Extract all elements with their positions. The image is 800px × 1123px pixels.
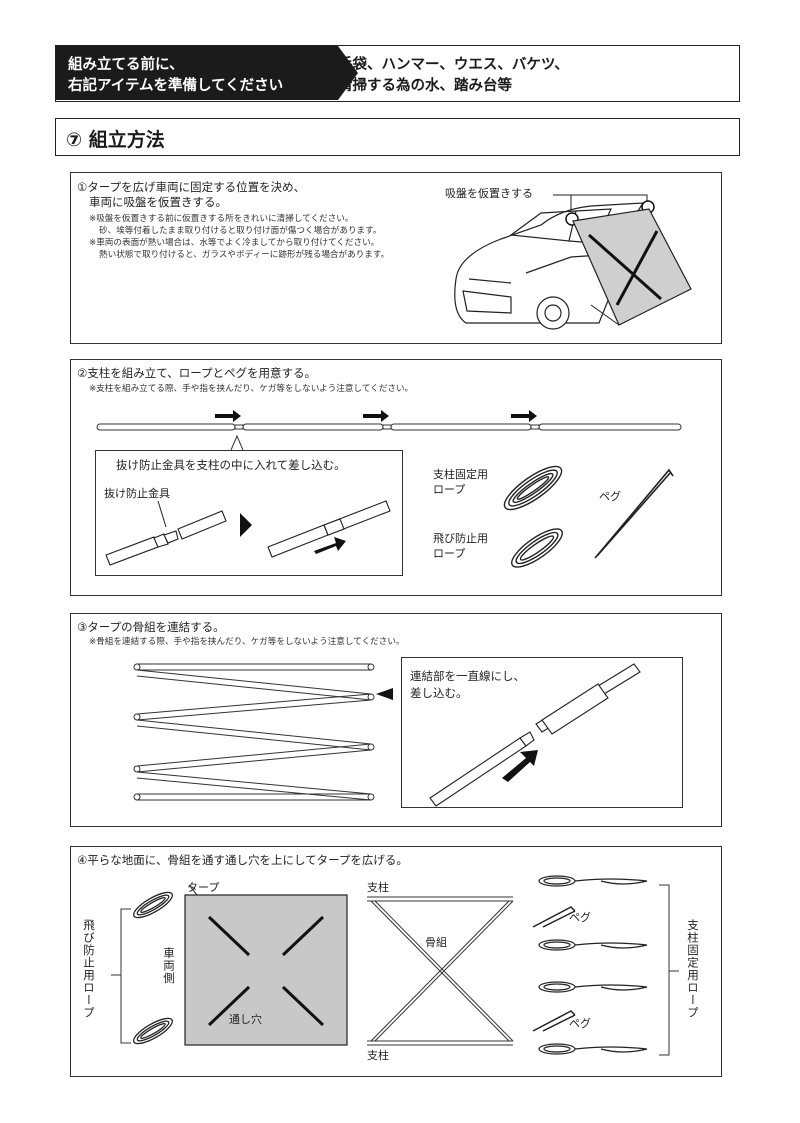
header-right-line1: 手袋、ハンマー、ウエス、バケツ、 bbox=[338, 57, 569, 73]
step3-inset-line2: 差し込む。 bbox=[410, 686, 468, 700]
arrow-icon bbox=[502, 750, 538, 782]
rope-coil-icon bbox=[538, 875, 648, 887]
step4-instruction-line1: ④平らな地面に、骨組を通す通し穴を上にしてタープを広げる。 bbox=[77, 853, 408, 867]
rope-fly-label-1: 飛び防止用 bbox=[433, 532, 488, 545]
pole-top-label: 支柱 bbox=[367, 881, 389, 894]
rope-coil-icon bbox=[503, 465, 563, 511]
header-right-line2: 清掃する為の水、踏み台等 bbox=[338, 78, 512, 94]
arrow-icon bbox=[215, 410, 537, 422]
step3-inset-line1: 連結部を一直線にし、 bbox=[410, 669, 525, 683]
header-banner: 組み立てる前に、 右記アイテムを準備してください 手袋、ハンマー、ウエス、バケツ… bbox=[55, 45, 740, 102]
rope-coil-icon bbox=[132, 891, 174, 919]
frame-joint-illustration bbox=[429, 663, 641, 807]
rope-fix-label-1: 支柱固定用 bbox=[433, 468, 488, 481]
header-left-panel: 組み立てる前に、 右記アイテムを準備してください bbox=[56, 46, 338, 100]
step1-note3: ※車両の表面が熱い場合は、水等でよく冷ましてから取り付けてください。 bbox=[89, 238, 380, 248]
rope-coil-icon bbox=[538, 939, 648, 951]
tarp-shape bbox=[572, 208, 692, 326]
through-hole-label: 通し穴 bbox=[229, 1013, 262, 1026]
frame-label: 骨組 bbox=[425, 936, 447, 949]
suction-cup-label: 吸盤を仮置きする bbox=[445, 187, 533, 200]
step3-panel: ③タープの骨組を連結する。 ※骨組を連結する際、手や指を挟んだり、ケガ等をしない… bbox=[70, 613, 722, 827]
step1-note1: ※吸盤を仮置きする前に仮置きする所をきれいに清掃してください。 bbox=[89, 214, 354, 224]
tarp-label: タープ bbox=[187, 881, 220, 894]
step1-note4: 熱い状態で取り付けると、ガラスやボディーに跡形が残る場合があります。 bbox=[99, 250, 390, 260]
rope-coil-icon bbox=[511, 528, 563, 568]
callout-pointer bbox=[376, 688, 393, 700]
step1-note2: 砂、埃等付着したまま取り付けると取り付け面が傷つく場合があります。 bbox=[99, 226, 382, 236]
peg-top-label: ペグ bbox=[569, 911, 591, 924]
pole-bottom-label: 支柱 bbox=[367, 1049, 389, 1062]
peg-icon bbox=[594, 468, 674, 559]
layout-illustration bbox=[111, 875, 679, 1056]
header-left-line1: 組み立てる前に、 bbox=[68, 57, 184, 73]
fix-rope-vertical-label: 支柱固定用ロープ bbox=[686, 919, 700, 1019]
step3-instruction-line1: ③タープの骨組を連結する。 bbox=[77, 620, 225, 634]
stopper-fitting-label: 抜け防止金具 bbox=[104, 487, 170, 500]
car-tarp-illustration bbox=[454, 194, 692, 330]
step3-note1: ※骨組を連結する際、手や指を挟んだり、ケガ等をしないよう注意してください。 bbox=[89, 637, 405, 647]
header-left-line2: 右記アイテムを準備してください bbox=[68, 78, 284, 94]
pole-assembly-illustration bbox=[96, 410, 682, 568]
rope-fly-label-2: ロープ bbox=[433, 547, 466, 560]
header-arrow bbox=[338, 46, 358, 100]
vehicle-side-label: 車両側 bbox=[162, 947, 176, 985]
rope-coil-icon bbox=[132, 1017, 174, 1045]
peg-icon bbox=[532, 906, 576, 1032]
section-title: ⑦ 組立方法 bbox=[66, 129, 165, 151]
peg-bottom-label: ペグ bbox=[569, 1017, 591, 1030]
section-title-box: ⑦ 組立方法 bbox=[55, 118, 740, 156]
rope-coil-icon bbox=[538, 981, 648, 993]
step2-note1: ※支柱を組み立てる際、手や指を挟んだり、ケガ等をしないよう注意してください。 bbox=[89, 384, 414, 394]
step3-inset: 連結部を一直線にし、 差し込む。 bbox=[401, 657, 683, 808]
rope-fix-label-2: ロープ bbox=[433, 483, 466, 496]
step2-instruction-line1: ②支柱を組み立て、ロープとペグを用意する。 bbox=[77, 366, 317, 380]
arrow-icon bbox=[314, 537, 346, 554]
fly-rope-vertical-label: 飛び防止用ロープ bbox=[82, 919, 96, 1019]
step2-panel: ②支柱を組み立て、ロープとペグを用意する。 ※支柱を組み立てる際、手や指を挟んだ… bbox=[70, 359, 722, 596]
step1-instruction-line1: ①タープを広げ車両に固定する位置を決め、 bbox=[77, 180, 306, 194]
step2-inset-title: 抜け防止金具を支柱の中に入れて差し込む。 bbox=[116, 458, 346, 472]
step1-panel: ①タープを広げ車両に固定する位置を決め、 車両に吸盤を仮置きする。 ※吸盤を仮置… bbox=[70, 172, 722, 344]
step1-instruction-line2: 車両に吸盤を仮置きする。 bbox=[89, 195, 227, 209]
step2-inset: 抜け防止金具を支柱の中に入れて差し込む。 抜け防止金具 bbox=[95, 450, 403, 576]
frame-zigzag-illustration bbox=[133, 663, 393, 801]
step4-panel: ④平らな地面に、骨組を通す通し穴を上にしてタープを広げる。 bbox=[70, 846, 722, 1077]
rope-coil-icon bbox=[538, 1043, 648, 1055]
pole-insertion-illustration bbox=[105, 500, 391, 566]
peg-label: ペグ bbox=[599, 490, 621, 503]
